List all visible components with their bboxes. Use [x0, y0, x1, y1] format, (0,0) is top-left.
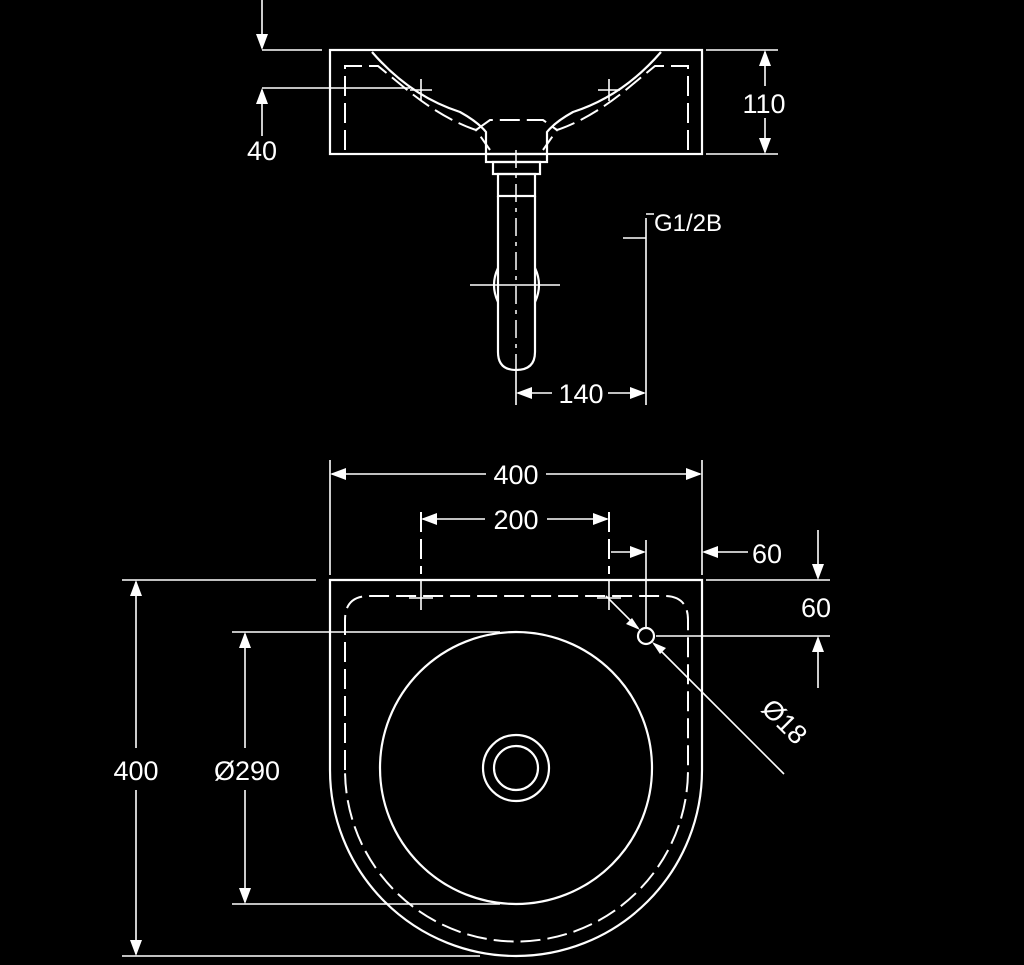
drain-outer — [481, 733, 551, 803]
tap-hole — [636, 626, 656, 646]
side-view: 40 110 G1/2B 140 — [247, 0, 786, 409]
side-view-bowl-curve — [371, 51, 662, 154]
side-view-cross-right — [598, 79, 620, 101]
dim-top-holes: 200 — [493, 505, 538, 535]
dim-bowl-diameter: Ø290 — [214, 756, 280, 786]
side-view-inner-hidden — [344, 65, 689, 151]
thread-label: G1/2B — [654, 210, 722, 237]
waste-fitting — [470, 150, 560, 372]
top-view-basin-outline — [328, 578, 704, 958]
dim-side-outlet: 140 — [558, 379, 603, 409]
side-view-cross-left — [410, 79, 432, 101]
dim-tap-y: 60 — [801, 593, 831, 623]
dim-tap-hole: Ø18 — [756, 693, 813, 750]
dim-side-offset: 40 — [247, 136, 277, 166]
bowl-circle — [378, 630, 654, 906]
dim-side-height: 110 — [742, 89, 785, 119]
dim-top-depth: 400 — [113, 756, 158, 786]
top-view: 400 200 60 60 Ø18 400 Ø29 — [113, 460, 831, 958]
top-view-inner-hidden — [344, 595, 689, 943]
dim-tap-x: 60 — [752, 539, 782, 569]
dim-top-width: 400 — [493, 460, 538, 490]
drain-inner — [492, 744, 540, 792]
